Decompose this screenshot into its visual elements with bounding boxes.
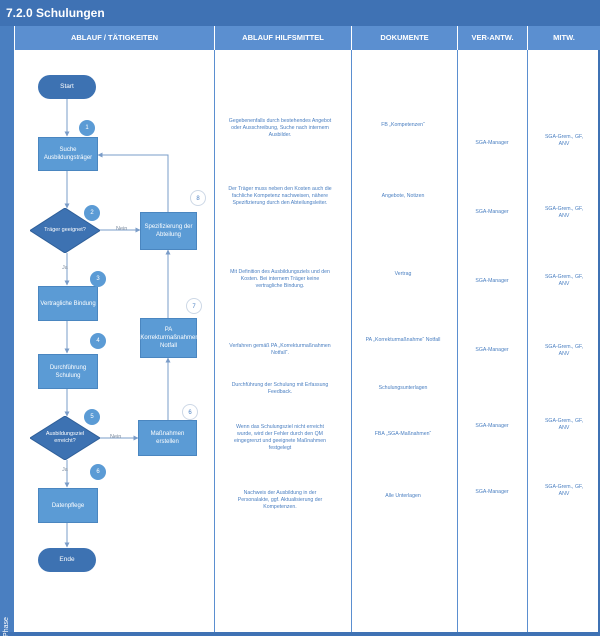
dokument-3: Vertrag — [394, 271, 412, 277]
hilfsmittel-note-5: Durchführung der Schulung mit Erfassung … — [231, 382, 329, 395]
hilfsmittel-note-1: Gegebenenfalls durch bestehendes Angebot… — [228, 118, 332, 138]
step-number-1: 1 — [79, 120, 95, 136]
verantw-2: SGA-Manager — [475, 209, 509, 215]
column-dokumente — [351, 50, 457, 632]
step-vertragliche-bindung: Vertragliche Bindung — [38, 286, 98, 321]
step-number-4: 4 — [90, 333, 106, 349]
step-number-8: 8 — [190, 190, 206, 206]
page-title: 7.2.0 Schulungen — [6, 6, 105, 20]
step-number-2: 2 — [84, 205, 100, 221]
label-nein-2: Nein — [110, 434, 122, 440]
hilfsmittel-note-4: Verfahren gemäß PA „Korrekturmaßnahmen N… — [229, 343, 331, 356]
verantw-3: SGA-Manager — [475, 278, 509, 284]
hilfsmittel-note-3: Mit Definition des Ausbildungsziels und … — [230, 269, 330, 289]
step-durchfuehrung-schulung: Durchführung Schulung — [38, 354, 98, 389]
mitw-2: SGA-Grem., GF, ANV — [544, 206, 584, 219]
header-hilfsmittel: ABLAUF HILFSMITTEL — [214, 26, 351, 50]
mitw-6: SGA-Grem., GF, ANV — [544, 484, 584, 497]
decision-traeger-geeignet: Träger geeignet? — [30, 208, 100, 253]
dokument-4: PA „Korrekturmaßnahme“ Notfall — [365, 337, 441, 343]
step-number-5: 5 — [84, 409, 100, 425]
step-number-6: 6 — [90, 464, 106, 480]
phase-column: Phase — [0, 26, 14, 636]
verantw-5: SGA-Manager — [475, 423, 509, 429]
dokument-7: Alle Unterlagen — [385, 493, 421, 499]
dokument-5: Schulungsunterlagen — [378, 385, 428, 391]
header-verantw: VER-ANTW. — [457, 26, 527, 50]
label-nein-1: Nein — [116, 226, 128, 232]
mitw-4: SGA-Grem., GF, ANV — [544, 344, 584, 357]
decision-ausbildungsziel-label: Ausbildungsziel erreicht? — [45, 431, 85, 444]
header-dokumente: DOKUMENTE — [351, 26, 457, 50]
column-headers: ABLAUF / TÄTIGKEITEN ABLAUF HILFSMITTEL … — [14, 26, 600, 50]
step-number-3: 3 — [90, 271, 106, 287]
process-table — [14, 50, 598, 632]
step-number-6b: 6 — [182, 404, 198, 420]
decision-traeger-geeignet-label: Träger geeignet? — [44, 227, 86, 233]
column-verantw — [457, 50, 527, 632]
verantw-4: SGA-Manager — [475, 347, 509, 353]
column-hilfsmittel — [214, 50, 351, 632]
step-massnahmen-erstellen: Maßnahmen erstellen — [138, 420, 197, 456]
end-node: Ende — [38, 548, 96, 572]
dokument-2: Angebote, Notizen — [381, 193, 425, 199]
mitw-3: SGA-Grem., GF, ANV — [544, 274, 584, 287]
start-node: Start — [38, 75, 96, 99]
step-datenpflege: Datenpflege — [38, 488, 98, 523]
step-spezifizierung: Spezifizierung der Abteilung — [140, 212, 197, 250]
mitw-5: SGA-Grem., GF, ANV — [544, 418, 584, 431]
hilfsmittel-note-6: Wenn das Schulungsziel nicht erreicht wu… — [234, 424, 326, 451]
hilfsmittel-note-2: Der Träger muss neben den Kosten auch di… — [228, 186, 332, 206]
label-ja-2: Ja — [62, 467, 68, 473]
header-ablauf: ABLAUF / TÄTIGKEITEN — [14, 26, 214, 50]
header-mitw: MITW. — [527, 26, 600, 50]
dokument-1: FB „Kompetenzen“ — [381, 122, 425, 128]
decision-ausbildungsziel: Ausbildungsziel erreicht? — [30, 416, 100, 460]
hilfsmittel-note-7: Nachweis der Ausbildung in der Personala… — [237, 490, 323, 510]
step-number-7: 7 — [186, 298, 202, 314]
verantw-1: SGA-Manager — [475, 140, 509, 146]
step-suche-ausbildungstraeger: Suche Ausbildungsträger — [38, 137, 98, 171]
dokument-6: FBA „SGA-Maßnahmen“ — [374, 431, 432, 437]
mitw-1: SGA-Grem., GF, ANV — [544, 134, 584, 147]
label-ja-1: Ja — [62, 265, 68, 271]
column-mitw — [527, 50, 598, 632]
step-pa-korrekturmassnahmen: PA „Korrekturmaßnahmen Notfall — [138, 318, 199, 358]
verantw-6: SGA-Manager — [475, 489, 509, 495]
